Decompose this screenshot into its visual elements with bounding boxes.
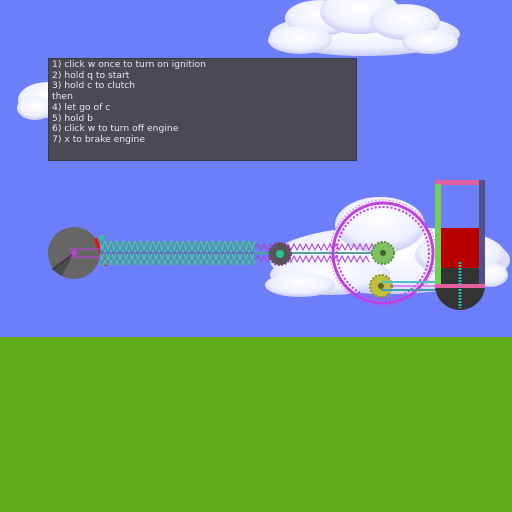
flywheel-icon[interactable] (48, 227, 100, 279)
instruction-line: 7) x to brake engine (52, 133, 145, 145)
piston-icon[interactable] (435, 180, 485, 310)
green-gear-icon (371, 241, 395, 265)
middle-gear-icon (268, 242, 292, 266)
instruction-line: 6) click w to turn off engine (52, 123, 179, 135)
instruction-line: 1) click w once to turn on ignition (52, 59, 206, 70)
cloud-icon (268, 0, 460, 56)
drive-shaft (70, 241, 255, 265)
instruction-line: then (52, 91, 73, 103)
instruction-line: 2) hold q to start (52, 69, 130, 81)
yellow-gear-icon (369, 274, 393, 298)
instruction-line: 3) hold c to clutch (52, 80, 136, 92)
ground (0, 337, 512, 512)
instructions-panel: 1) click w once to turn on ignition 2) h… (48, 58, 357, 161)
instruction-line: 4) let go of c (52, 101, 111, 113)
instruction-line: 5) hold b (52, 112, 93, 124)
